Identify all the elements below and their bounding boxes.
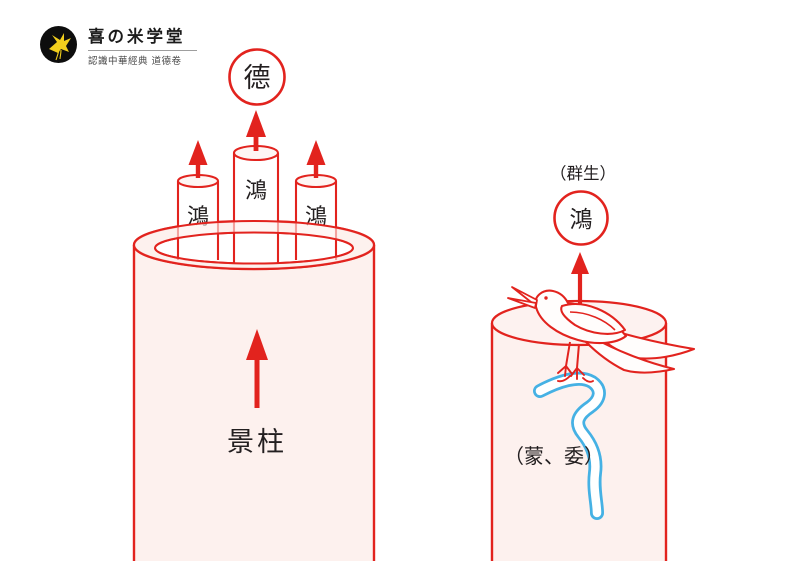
bird-arrow (571, 252, 589, 319)
pillar-left-body (178, 181, 218, 260)
up-arrow-head (306, 140, 326, 165)
swallow-tail (55, 49, 62, 61)
up-arrow-head (571, 252, 589, 274)
bird-claws (557, 365, 594, 383)
column-arrow (246, 329, 268, 408)
pillar-middle-body (234, 153, 278, 263)
yellow-swallow-icon (49, 33, 71, 61)
pillar-middle-label: 鴻 (245, 179, 267, 204)
pillar-right: 鴻 (294, 173, 338, 260)
pillar-right-sides (294, 181, 338, 260)
worm-inner (535, 374, 604, 518)
right-column-sides (490, 323, 668, 561)
bird-wing (560, 303, 627, 335)
virtue-circle: 德 (228, 48, 286, 106)
big-column-sides (132, 245, 376, 561)
up-arrow-head (246, 329, 268, 360)
pillar-arrows (188, 110, 326, 178)
right-figure: （群生） 鴻 （蒙、委） (490, 164, 696, 561)
hong-circle: 鴻 (553, 190, 609, 246)
big-column-body (134, 246, 374, 561)
swallow-body (49, 33, 71, 53)
virtue-circle-label: 德 (244, 63, 271, 94)
up-arrow-shaft (195, 163, 201, 178)
up-arrow-head (188, 140, 208, 165)
bird-lower-beak (507, 297, 537, 309)
logo-subtitle: 認識中華經典 道德卷 (88, 55, 182, 67)
group-caption: （群生） (550, 164, 616, 183)
up-arrow-shaft (577, 272, 583, 319)
worm-caption: （蒙、委） (504, 444, 604, 468)
big-column-rim-ring (132, 220, 376, 270)
logo-divider (88, 49, 197, 51)
hong-circle-outline (553, 190, 609, 246)
bird-legs (565, 341, 580, 369)
column-label: 景柱 (227, 427, 287, 458)
up-arrow-shaft (313, 163, 319, 178)
up-arrow-shaft (253, 136, 259, 151)
pillar-right-body (296, 181, 336, 260)
pillar-middle-sides (232, 153, 280, 263)
virtue-circle-outline (228, 48, 286, 106)
pillar-left: 鴻 (176, 173, 220, 260)
up-arrow-head (246, 110, 266, 137)
bird-tail-feather (584, 335, 676, 374)
hong-circle-label: 鴻 (570, 207, 593, 233)
bird-holding-worm-icon (507, 286, 696, 374)
logo-text: 喜の米学堂 認識中華經典 道德卷 (88, 27, 197, 67)
up-arrow-shaft (254, 358, 260, 408)
blue-worm-icon (533, 371, 606, 520)
logo-title: 喜の米学堂 (88, 27, 186, 46)
pillar-middle: 鴻 (232, 144, 280, 263)
right-column-body (492, 323, 666, 561)
logo-badge (40, 26, 77, 63)
bird-eye (544, 296, 548, 300)
bird-wing-line (569, 311, 616, 331)
big-column (132, 219, 376, 561)
left-figure: 鴻 鴻 鴻 (132, 48, 376, 561)
pillar-left-sides (176, 181, 220, 260)
